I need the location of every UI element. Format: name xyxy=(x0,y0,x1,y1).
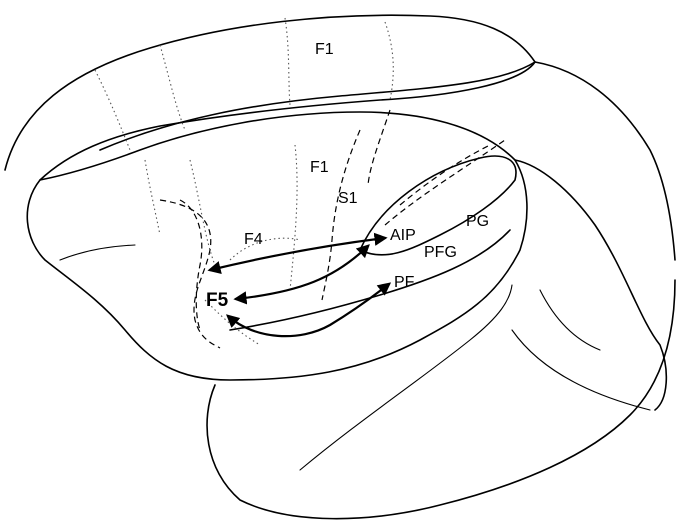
superior-temporal-sulcus xyxy=(300,285,512,470)
label-f1-top: F1 xyxy=(315,41,334,58)
dorsal-strip-outline xyxy=(5,15,535,180)
temporal-lobe-outline xyxy=(207,280,675,519)
label-s1: S1 xyxy=(338,190,358,207)
arrow-f5-aip xyxy=(236,246,368,299)
cerebellum-fissure-2 xyxy=(540,290,600,350)
label-f4: F4 xyxy=(244,231,263,248)
arcuate-sulcus-inner xyxy=(180,200,202,330)
label-f5: F5 xyxy=(206,290,229,311)
dotted-boundary-3 xyxy=(285,18,290,105)
postcentral-sulcus xyxy=(368,110,390,185)
cerebellum-fissure xyxy=(512,330,650,410)
dorsal-right-edge xyxy=(535,62,675,260)
label-f1-mid: F1 xyxy=(310,159,329,176)
label-aip: AIP xyxy=(390,227,416,244)
cerebellum-outline xyxy=(515,160,666,410)
label-pfg: PFG xyxy=(424,244,457,261)
label-pf: PF xyxy=(394,274,415,291)
arrow-f5-pf xyxy=(228,284,389,336)
intraparietal-dashed-2 xyxy=(400,145,490,205)
dotted-boundary-2 xyxy=(160,45,185,130)
dotted-boundary-8 xyxy=(290,145,297,290)
sylvian-fissure xyxy=(230,230,510,330)
dotted-boundary-4 xyxy=(385,22,393,100)
lower-sulcus xyxy=(60,245,135,260)
label-pg: PG xyxy=(466,213,489,230)
arcuate-sulcus-outer xyxy=(160,200,220,348)
dotted-boundary-6 xyxy=(190,160,215,265)
dotted-boundary-5 xyxy=(145,160,160,235)
intraparietal-sulcus xyxy=(360,156,516,255)
